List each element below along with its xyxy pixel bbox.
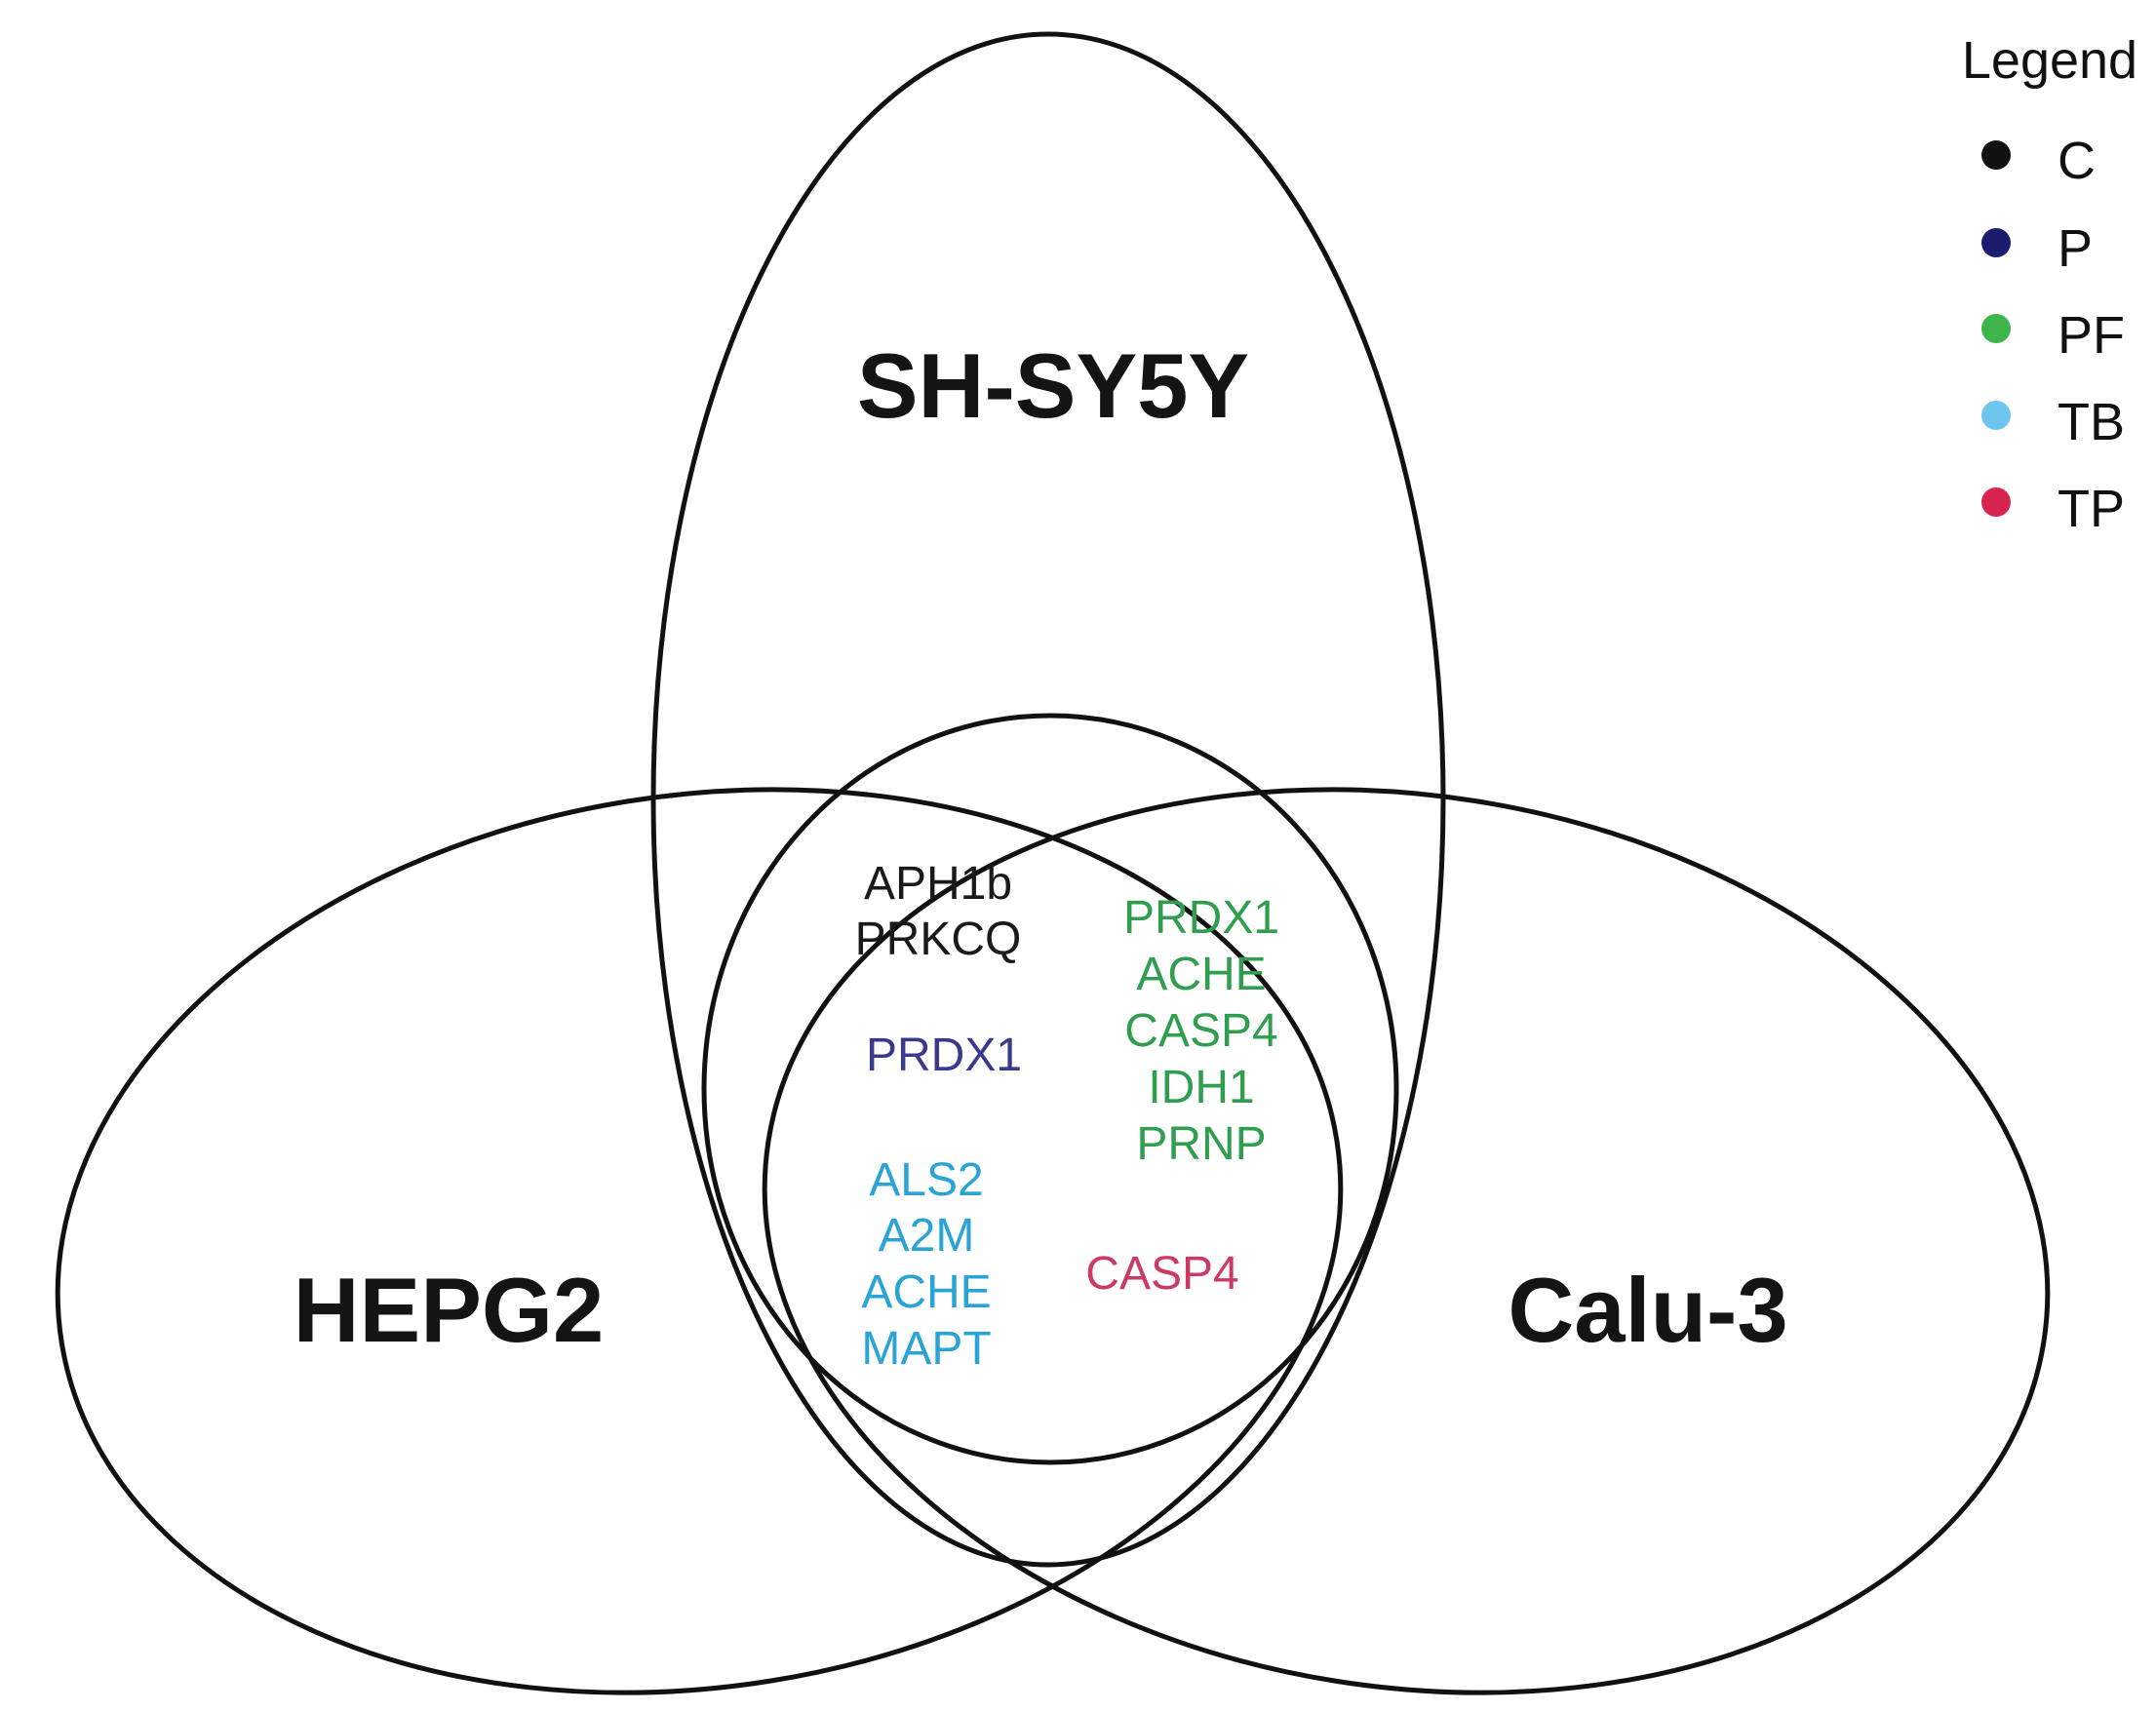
legend-label-tp: TP	[2058, 480, 2125, 538]
set-label-hepg2: HEPG2	[294, 1259, 605, 1361]
gene-label: PRKCQ	[855, 914, 1022, 965]
set-label-calu3: Calu-3	[1508, 1259, 1787, 1361]
gene-label: ACHE	[1136, 949, 1266, 1000]
legend-label-pf: PF	[2058, 306, 2125, 365]
gene-group-pf: PRDX1 ACHE CASP4 IDH1 PRNP	[1123, 892, 1279, 1170]
set-label-sh-sy5y: SH-SY5Y	[857, 334, 1249, 437]
legend-label-c: C	[2058, 132, 2096, 190]
gene-label: ALS2	[869, 1154, 983, 1206]
legend: Legend C P PF TB TP	[1962, 31, 2137, 538]
legend-dot-c	[1981, 140, 2011, 170]
legend-dot-pf	[1981, 314, 2011, 343]
legend-label-tb: TB	[2058, 393, 2125, 451]
gene-label: PRNP	[1136, 1118, 1266, 1170]
legend-dot-tb	[1981, 401, 2011, 430]
gene-label: PRDX1	[866, 1030, 1022, 1081]
legend-title: Legend	[1962, 31, 2137, 90]
set-calu3-ellipse	[762, 787, 2051, 1695]
gene-group-c: APH1b PRKCQ	[855, 858, 1022, 965]
legend-label-p: P	[2058, 219, 2093, 278]
legend-dot-p	[1981, 228, 2011, 257]
gene-label: CASP4	[1124, 1005, 1277, 1057]
gene-label: ACHE	[861, 1266, 991, 1318]
gene-group-p: PRDX1	[866, 1030, 1022, 1081]
legend-dot-tp	[1981, 487, 2011, 517]
set-sh-sy5y-ellipse	[650, 31, 1446, 1568]
core-intersection-circle	[701, 713, 1399, 1465]
gene-label: A2M	[879, 1210, 975, 1262]
gene-group-tb: ALS2 A2M ACHE MAPT	[861, 1154, 991, 1375]
gene-group-tp: CASP4	[1085, 1248, 1238, 1300]
gene-label: PRDX1	[1123, 892, 1279, 944]
gene-label: APH1b	[864, 858, 1012, 910]
set-hepg2-ellipse	[55, 787, 1344, 1695]
gene-label: IDH1	[1148, 1062, 1254, 1113]
gene-label: MAPT	[861, 1323, 991, 1375]
gene-label: CASP4	[1085, 1248, 1238, 1300]
